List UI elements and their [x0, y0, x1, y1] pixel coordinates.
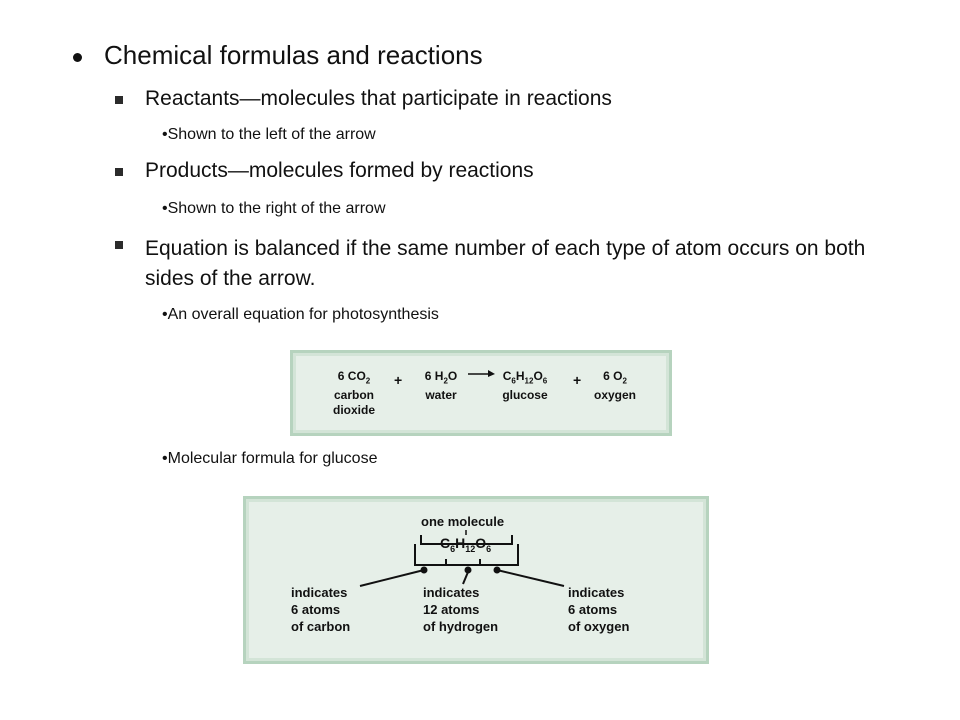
glucose-formula: C6H12O6: [440, 535, 492, 554]
sub-point-text: Shown to the left of the arrow: [167, 126, 376, 143]
sub-point-products: •Shown to the right of the arrow: [162, 200, 386, 217]
point-products: Products—molecules formed by reactions: [145, 159, 534, 182]
plus-sign: +: [573, 372, 582, 388]
formula-bracket-lines: [359, 530, 565, 587]
bullet-square: [115, 96, 123, 104]
slide-heading: Chemical formulas and reactions: [104, 40, 483, 70]
glucose-label: C6H12O6 glucose: [502, 369, 548, 403]
one-molecule-label: one molecule: [421, 514, 505, 529]
bullet-square: [115, 168, 123, 176]
plus-sign: +: [394, 372, 403, 388]
o2-label: 6 O2 oxygen: [593, 369, 636, 403]
photosynthesis-equation-box: 6 CO2 carbon dioxide + 6 H2O water C6H12…: [290, 350, 672, 436]
sub-point-photosynthesis: •An overall equation for photosynthesis: [162, 306, 439, 323]
point-balanced: Equation is balanced if the same number …: [145, 237, 866, 290]
sub-point-text: Molecular formula for glucose: [167, 450, 378, 467]
point-reactants: Reactants—molecules that participate in …: [145, 87, 612, 110]
sub-point-glucose: •Molecular formula for glucose: [162, 450, 378, 467]
sub-point-text: An overall equation for photosynthesis: [167, 306, 439, 323]
heading-bullet: [73, 53, 82, 62]
sub-point-reactants: •Shown to the left of the arrow: [162, 126, 376, 143]
reaction-arrow-icon: [468, 370, 495, 377]
bullet-square: [115, 241, 123, 249]
co2-label: 6 CO2 carbon dioxide: [332, 369, 375, 418]
h2o-label: 6 H2O water: [424, 369, 458, 403]
sub-point-text: Shown to the right of the arrow: [167, 200, 386, 217]
